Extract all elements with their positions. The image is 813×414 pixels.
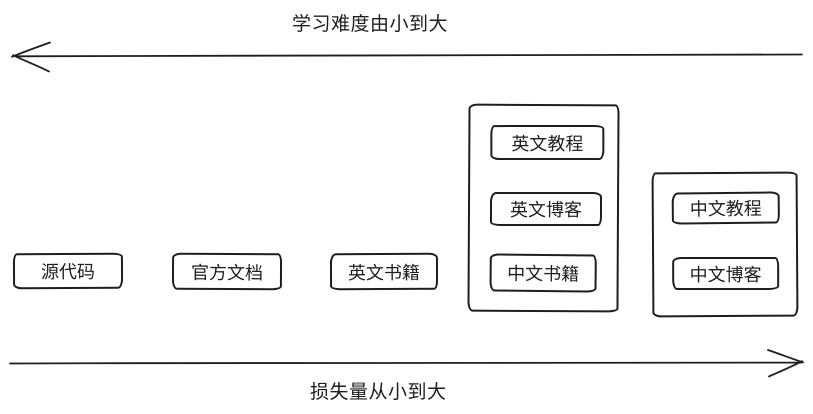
box-english-blogs: 英文博客 <box>489 191 603 227</box>
box-english-books: 英文书籍 <box>329 252 439 291</box>
box-chinese-blogs-label: 中文博客 <box>689 264 762 285</box>
box-source-code-label: 源代码 <box>40 261 96 283</box>
group-english-resources: 英文教程 英文博客 中文书籍 <box>467 103 620 313</box>
box-english-blogs-label: 英文博客 <box>509 199 583 221</box>
box-chinese-tutorials-label: 中文教程 <box>689 198 762 220</box>
left-arrow <box>11 41 803 73</box>
group-chinese-resources: 中文教程 中文博客 <box>651 171 799 318</box>
box-english-tutorials-label: 英文教程 <box>511 133 584 154</box>
box-official-docs-label: 官方文档 <box>190 262 264 283</box>
box-chinese-tutorials: 中文教程 <box>671 191 780 225</box>
box-english-books-label: 英文书籍 <box>347 262 421 283</box>
box-official-docs: 官方文档 <box>171 252 283 291</box>
box-english-tutorials: 英文教程 <box>490 124 605 161</box>
box-chinese-blogs: 中文博客 <box>672 256 780 291</box>
right-arrow <box>9 349 804 378</box>
box-chinese-books: 中文书籍 <box>489 253 597 293</box>
top-axis-label: 学习难度由小到大 <box>292 14 449 35</box>
box-source-code: 源代码 <box>12 252 124 290</box>
bottom-axis-label: 损失量从小到大 <box>310 382 447 403</box>
box-chinese-books-label: 中文书籍 <box>507 263 580 285</box>
